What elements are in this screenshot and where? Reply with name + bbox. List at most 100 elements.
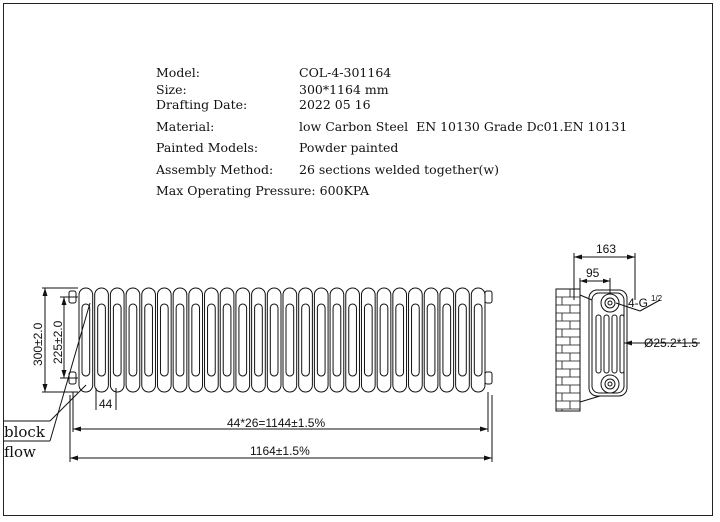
radiator-section [392,287,408,393]
bottom-connector-outer [600,374,620,394]
wall [555,288,581,412]
section-outline [470,287,486,393]
section-inner [332,303,342,377]
dim-pitch-label: 44 [99,397,113,411]
section-inner [395,303,405,377]
radiator-section [298,287,313,393]
dim-offset-label: 95 [586,266,600,280]
section-outline [376,287,392,393]
section-outline [329,287,345,393]
radiator-section [345,287,360,393]
section-outline [141,287,156,393]
section-outline [439,287,455,393]
radiator-section [235,287,251,393]
bottom-bracket [579,395,601,403]
spec-row: Painted Models: Powder painted [156,140,716,156]
spec-label: Drafting Date: [156,97,248,112]
section-outline [266,287,282,393]
section-outline [282,287,298,393]
right-top-nipple [484,290,493,304]
flow-label: flow [4,443,36,461]
spec-row: Drafting Date:2022 05 16 [156,97,716,113]
flow-leader [49,302,91,442]
thread-leader [615,302,641,312]
radiator-section [78,287,94,393]
radiator-section [439,287,455,393]
spec-row: Model: COL-4-301164 [156,65,716,81]
section-inner [175,303,185,377]
spec-value: Powder painted [299,140,399,155]
top-connector-center [607,300,613,306]
section-outline [188,287,204,393]
radiator-section [125,287,141,393]
section-outline [204,287,219,393]
radiator-section [156,287,172,393]
radiator-section [266,287,282,393]
top-bracket [579,294,593,301]
spec-value: 300*1164 mm [299,82,389,97]
section-inner [285,303,295,377]
radiator-section [172,287,188,393]
section-outline [235,287,251,393]
section-inner [207,303,216,377]
section-outline [298,287,313,393]
section-outline [109,287,125,393]
section-inner [316,303,326,377]
section-inner [348,303,357,377]
section-inner [254,303,263,377]
max-pressure-text: Max Operating Pressure: 600KPA [156,183,370,198]
thread-leader-2 [639,299,661,312]
dim-height-centers-label: 225±2.0 [51,320,65,364]
dim-depth-label: 163 [596,242,616,256]
spec-value: low Carbon Steel EN 10130 Grade Dc01.EN … [299,119,628,134]
radiator-section [141,287,156,393]
section-inner [128,303,138,377]
front-view [3,287,493,462]
spec-label: Model: [156,65,200,80]
dim-centers-length-label: 44*26=1144±1.5% [227,416,325,430]
section-inner [159,303,169,377]
radiator-section [204,287,219,393]
dim-height-total-label: 300±2.0 [31,322,45,366]
spec-label: Painted Models: [156,140,259,155]
spec-label: Material: [156,119,215,134]
section-inner [458,303,467,377]
radiator-section [94,287,109,393]
radiator-section [219,287,235,393]
section-outline [156,287,172,393]
spec-value: 26 sections welded together(w) [299,162,499,177]
side-view [555,253,700,412]
wall-bricks [556,289,580,411]
section-outline [219,287,235,393]
section-outline [251,287,266,393]
radiator-section [251,287,266,393]
section-outline [360,287,376,393]
section-outline [423,287,439,393]
radiator-section [360,287,376,393]
section-inner [97,303,106,377]
section-inner [222,303,232,377]
radiator-section [455,287,470,393]
tube-4 [619,314,625,374]
section-inner [379,303,389,377]
section-inner [363,303,373,377]
tube-2 [603,314,610,374]
dim-thread-label: 4-G [628,296,648,310]
dim-total-length-label: 1164±1.5% [250,444,310,458]
section-inner [238,303,248,377]
section-outline [345,287,360,393]
section-inner [426,303,436,377]
section-outline [455,287,470,393]
spec-row: Assembly Method:26 sections welded toget… [156,162,716,178]
section-inner [269,303,279,377]
radiator-section [282,287,298,393]
spec-value: COL-4-301164 [299,65,392,80]
radiator-section [109,287,125,393]
top-connector-inner [604,297,616,309]
section-inner [112,303,122,377]
section-outline [125,287,141,393]
section-outline [392,287,408,393]
radiator-section [470,287,486,393]
section-inner [301,303,310,377]
